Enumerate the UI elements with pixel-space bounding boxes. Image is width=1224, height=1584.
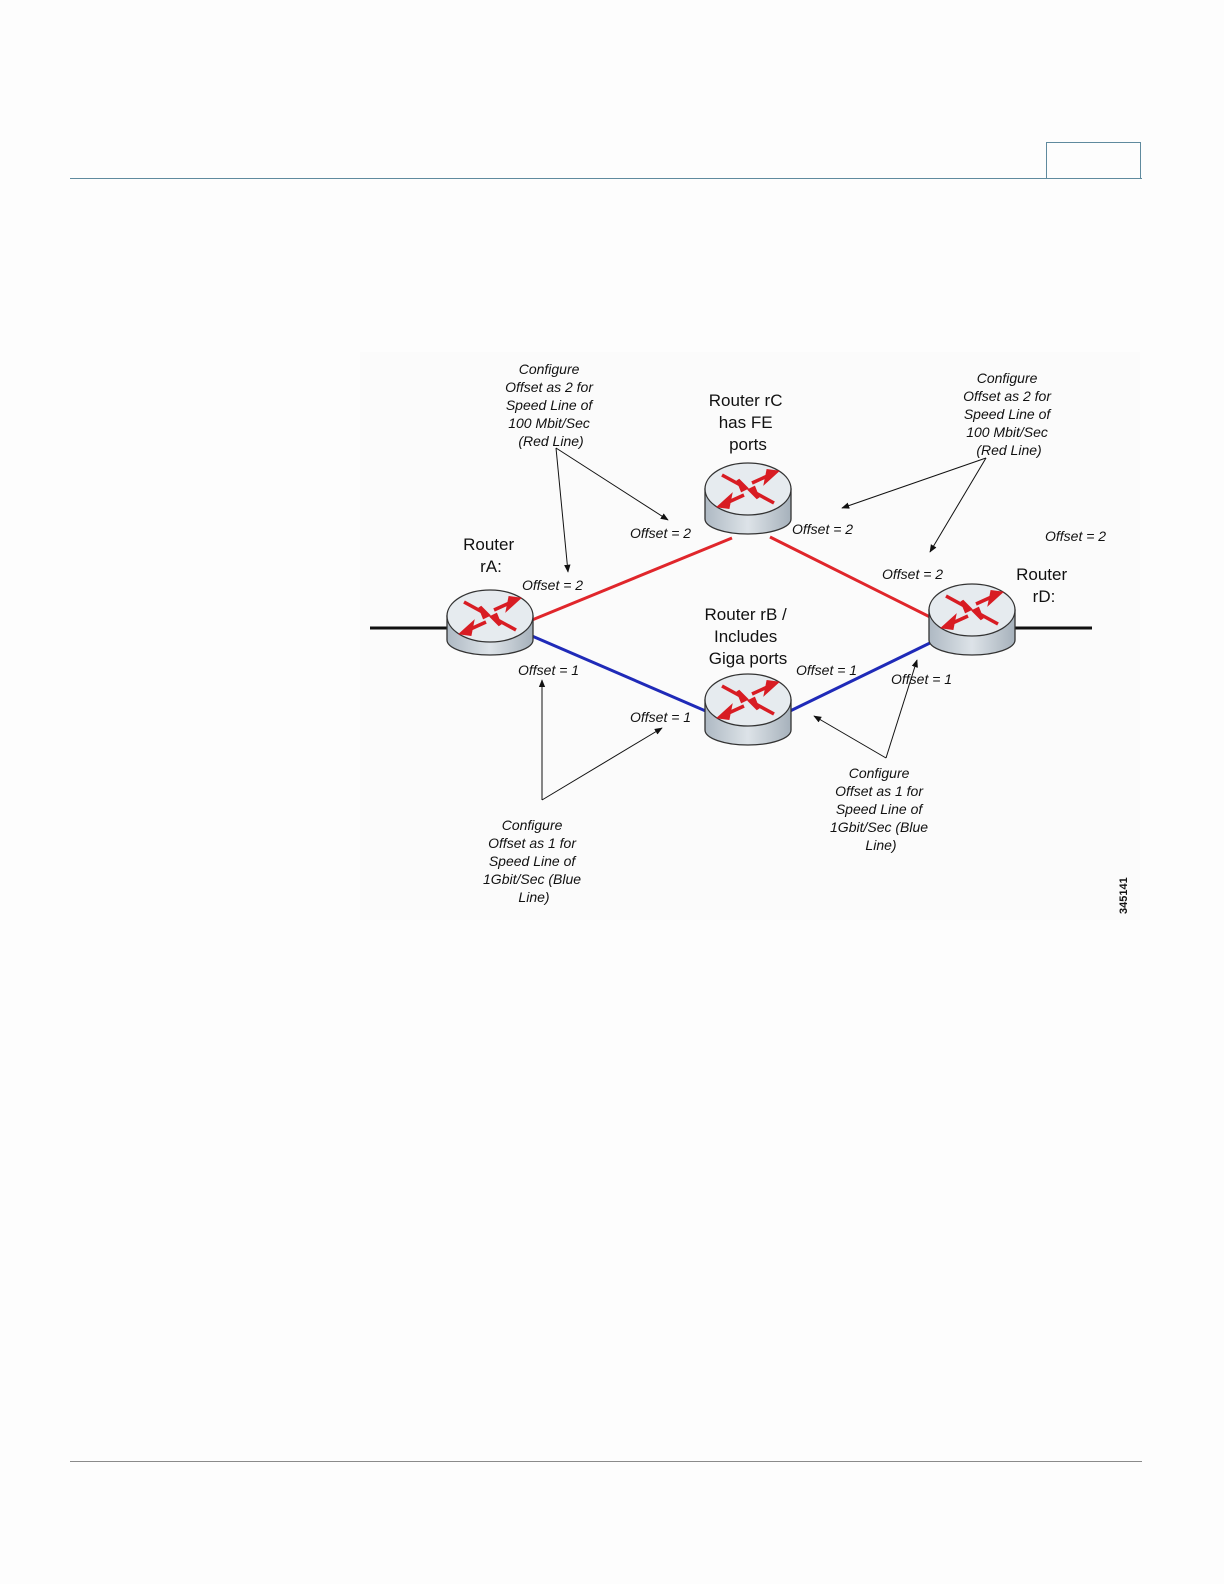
note-line: Speed Line of [506, 397, 595, 413]
note-bottom-left: Configure Offset as 1 for Speed Line of … [483, 817, 585, 905]
router-rb-icon [704, 673, 792, 746]
router-rc-label-line: Router rC [709, 391, 783, 410]
router-rb-label: Router rB / Includes Giga ports [705, 605, 792, 668]
router-ra-label-line: Router [463, 535, 514, 554]
offset-rd-red: Offset = 2 [882, 566, 943, 582]
note-line: Offset as 2 for [963, 388, 1052, 404]
arrow-tr-to-rc [841, 457, 987, 509]
note-line: 100 Mbit/Sec [966, 424, 1048, 440]
router-rd-label-line: rD: [1033, 587, 1056, 606]
offset-rc-right: Offset = 2 [792, 521, 853, 537]
figure-id: 345141 [1118, 877, 1130, 914]
arrow-tl-to-rc [555, 447, 669, 521]
note-top-right: Configure Offset as 2 for Speed Line of … [963, 370, 1055, 458]
router-rb-label-line: Includes [714, 627, 777, 646]
note-line: Offset as 2 for [505, 379, 594, 395]
offset-rb-right: Offset = 1 [796, 662, 857, 678]
note-line: Configure [502, 817, 563, 833]
blue-link-ra-rb [531, 634, 709, 714]
router-rd-label-line: Router [1016, 565, 1067, 584]
network-diagram: Router rA: Router rC has FE ports Router… [360, 352, 1140, 920]
note-line: (Red Line) [518, 433, 583, 449]
offset-rb-left: Offset = 1 [630, 709, 691, 725]
note-line: Speed Line of [836, 801, 925, 817]
note-line: Speed Line of [964, 406, 1053, 422]
note-line: Configure [519, 361, 580, 377]
router-rd-label: Router rD: [1016, 565, 1072, 606]
note-line: 1Gbit/Sec (Blue [830, 819, 928, 835]
note-line: Configure [977, 370, 1038, 386]
router-ra-icon [446, 589, 534, 656]
header-tab-box [1046, 142, 1141, 178]
arrow-bl-to-rb [541, 727, 663, 801]
note-line: Speed Line of [489, 853, 578, 869]
note-line: Line) [518, 889, 549, 905]
note-line: Configure [849, 765, 910, 781]
note-line: (Red Line) [976, 442, 1041, 458]
router-rd-icon [928, 583, 1016, 656]
header-rule [70, 178, 1142, 179]
note-line: Offset as 1 for [488, 835, 577, 851]
offset-rc-left: Offset = 2 [630, 525, 691, 541]
router-ra-label: Router rA: [463, 535, 519, 576]
note-line: Offset as 1 for [835, 783, 924, 799]
note-line: 1Gbit/Sec (Blue [483, 871, 581, 887]
diagram-svg: Router rA: Router rC has FE ports Router… [370, 361, 1130, 914]
note-line: 100 Mbit/Sec [508, 415, 590, 431]
router-rc-label-line: ports [729, 435, 767, 454]
offset-far-right: Offset = 2 [1045, 528, 1106, 544]
red-link-rc-rd [769, 535, 933, 620]
router-rc-label: Router rC has FE ports [709, 391, 787, 454]
router-rc-label-line: has FE [719, 413, 773, 432]
arrow-br-to-rd [885, 659, 918, 759]
router-ra-label-line: rA: [480, 557, 502, 576]
router-rc-icon [704, 462, 792, 535]
arrow-tl-to-ra [555, 447, 571, 573]
arrow-br-to-rb [813, 715, 887, 759]
footer-rule [70, 1461, 1142, 1462]
note-line: Line) [865, 837, 896, 853]
note-top-left: Configure Offset as 2 for Speed Line of … [505, 361, 597, 449]
red-link-ra-rc [531, 536, 733, 622]
router-rb-label-line: Router rB / [705, 605, 787, 624]
offset-rd-blue: Offset = 1 [891, 671, 952, 687]
router-rb-label-line: Giga ports [709, 649, 787, 668]
offset-ra-red: Offset = 2 [522, 577, 583, 593]
blue-link-rb-rd [787, 640, 933, 714]
offset-ra-blue: Offset = 1 [518, 662, 579, 678]
arrow-tr-to-rd [929, 457, 987, 553]
note-bottom-right: Configure Offset as 1 for Speed Line of … [830, 765, 932, 853]
